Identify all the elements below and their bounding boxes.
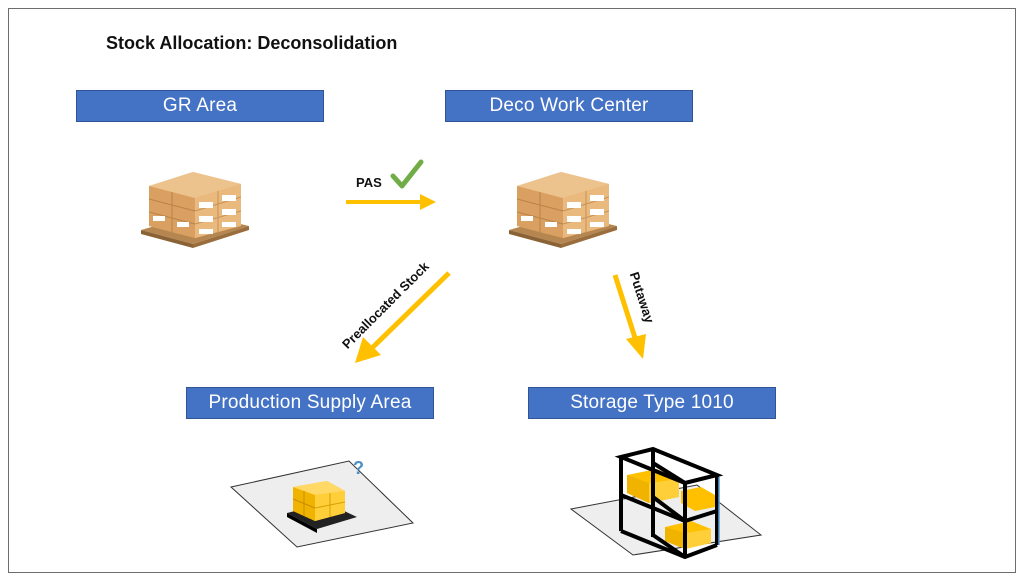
checkmark-icon: [390, 159, 424, 189]
putaway-arrow: [612, 274, 646, 359]
deco-pallet-icon: [509, 172, 617, 248]
production-supply-floor-icon: [229, 460, 415, 548]
question-mark-icon: ?: [353, 458, 364, 478]
diagram-title: Stock Allocation: Deconsolidation: [106, 33, 398, 53]
gr-area-label: GR Area: [76, 90, 324, 122]
pas-arrow: [346, 194, 436, 210]
deco-work-center-label: Deco Work Center: [445, 90, 693, 122]
storage-rack-icon: [569, 446, 763, 560]
production-supply-area-label: Production Supply Area: [186, 387, 434, 419]
preallocated-stock-arrow: [355, 271, 451, 363]
storage-type-label: Storage Type 1010: [528, 387, 776, 419]
gr-pallet-icon: [141, 172, 249, 248]
slide-canvas: Stock Allocation: Deconsolidation GR Are…: [8, 8, 1016, 573]
pas-label: PAS: [356, 175, 382, 190]
